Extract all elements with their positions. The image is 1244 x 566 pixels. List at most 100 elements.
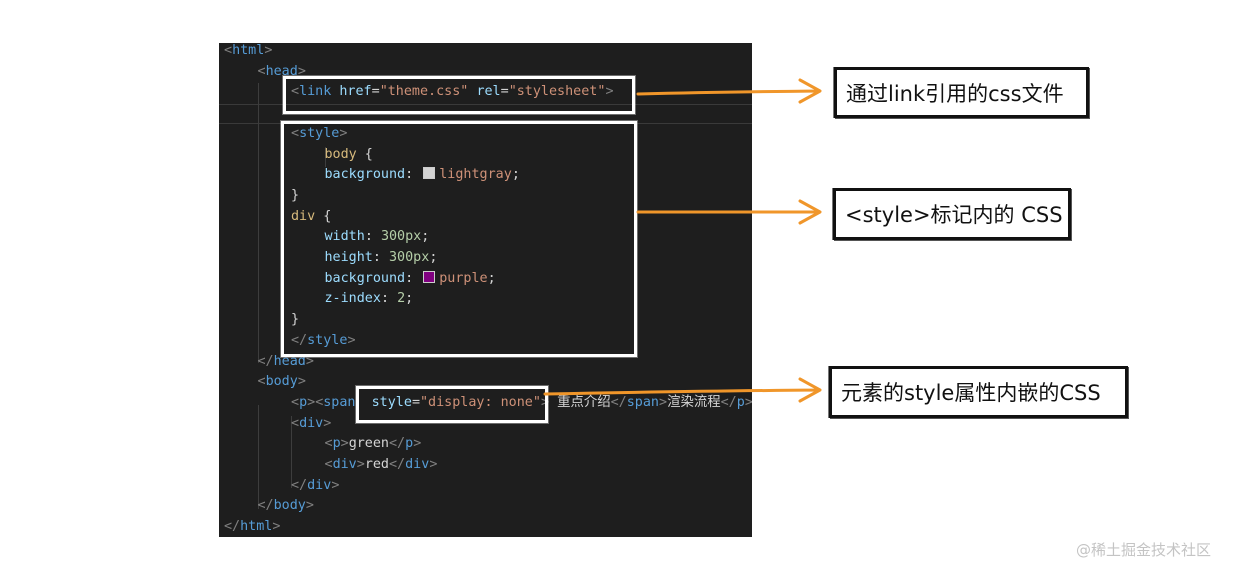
code-token: </ — [389, 457, 406, 472]
code-line: <p>green</p> — [325, 434, 422, 454]
code-token: p — [736, 394, 745, 410]
color-swatch-icon — [423, 167, 436, 180]
code-token: < — [291, 84, 300, 100]
code-token: </ — [224, 519, 241, 535]
code-token: rel — [476, 84, 501, 100]
code-token: head — [273, 353, 306, 369]
code-token: div — [299, 415, 324, 431]
code-token: div — [332, 457, 357, 472]
code-token: = — [411, 394, 420, 410]
watermark: @稀土掘金技术社区 — [1076, 541, 1212, 559]
code-token: : — [372, 250, 389, 265]
code-token: z-index — [324, 291, 381, 307]
code-token: style — [299, 125, 340, 141]
code-token: < — [291, 394, 300, 410]
code-token: < — [324, 436, 333, 452]
code-token: > — [272, 519, 281, 535]
code-token: > — [540, 394, 558, 410]
code-line: </style> — [291, 331, 356, 351]
arrow-link — [636, 78, 822, 104]
code-token: background — [324, 270, 406, 286]
code-token: 2 — [397, 291, 406, 307]
code-token: < — [315, 394, 324, 410]
code-line: </div> — [291, 476, 339, 496]
code-token: { — [356, 146, 373, 162]
code-token: ; — [511, 167, 520, 183]
code-line: <style> — [291, 124, 347, 144]
code-token: > — [347, 332, 356, 348]
code-token: style — [371, 394, 412, 410]
code-line: } — [291, 186, 299, 206]
code-token: ; — [421, 229, 430, 245]
code-line: width: 300px; — [325, 227, 430, 247]
code-token: > — [340, 436, 349, 452]
code-line: background: purple; — [325, 269, 496, 289]
code-line: </head> — [258, 352, 314, 372]
style-highlight-box — [281, 121, 637, 357]
code-token: : — [405, 270, 422, 286]
inline-style-highlight-box — [356, 386, 548, 423]
code-token: 300px — [380, 229, 422, 245]
link-highlight-box — [283, 76, 635, 114]
code-token: </ — [291, 477, 308, 493]
code-line: } — [291, 310, 299, 330]
code-token: div — [307, 477, 332, 493]
code-token: </ — [291, 332, 308, 348]
code-token: body — [324, 146, 357, 162]
code-token: < — [257, 374, 266, 390]
code-token: div — [405, 457, 430, 472]
code-line: <div> — [291, 414, 331, 434]
code-token: </ — [257, 353, 274, 369]
code-line: </html> — [224, 517, 280, 537]
annotation-style-tag-css-label: <style>标记内的 CSS — [845, 203, 1063, 227]
code-token: height — [324, 250, 373, 265]
code-line: </body> — [258, 496, 314, 516]
code-token: "theme.css" — [379, 84, 469, 100]
code-token: : — [364, 229, 381, 245]
code-token: > — [305, 498, 314, 514]
code-token: "stylesheet" — [508, 84, 606, 100]
indent-guide — [258, 405, 259, 509]
code-token: < — [257, 63, 266, 79]
code-token: p — [299, 394, 308, 410]
code-token: > — [659, 394, 668, 410]
code-token: < — [224, 43, 233, 58]
code-token: 渲染流程 — [667, 394, 721, 410]
code-line: <p><span style="display: none"> 重点介绍</sp… — [291, 393, 752, 413]
annotation-link-css-label: 通过link引用的css文件 — [846, 81, 1064, 106]
code-token: > — [429, 457, 438, 472]
code-token: 重点介绍 — [557, 394, 611, 410]
code-token: div — [291, 208, 316, 224]
code-token: : — [405, 167, 422, 183]
code-token: > — [356, 457, 365, 472]
code-token: < — [291, 125, 300, 141]
code-token: > — [305, 353, 314, 369]
code-token: = — [371, 84, 380, 100]
code-token: > — [744, 394, 752, 410]
code-token: head — [265, 63, 298, 79]
code-token: background — [324, 167, 406, 183]
code-token: body — [273, 498, 306, 514]
code-line: background: lightgray; — [325, 165, 520, 185]
annotation-inline-style-css: 元素的style属性内嵌的CSS — [829, 366, 1128, 418]
code-token: red — [364, 457, 389, 472]
editor-line-highlight — [219, 104, 752, 105]
code-token: </ — [610, 394, 627, 410]
code-line: z-index: 2; — [325, 289, 414, 309]
code-token: > — [339, 125, 348, 141]
annotation-inline-style-css-label: 元素的style属性内嵌的CSS — [841, 381, 1101, 405]
code-token: link — [299, 84, 332, 100]
code-token: < — [324, 457, 333, 472]
code-line: height: 300px; — [325, 248, 438, 268]
code-line: <head> — [258, 62, 306, 82]
code-line: <body> — [258, 372, 306, 392]
code-token: 300px — [389, 250, 430, 265]
arrow-inline — [543, 377, 822, 403]
code-token: width — [324, 229, 365, 245]
code-editor: <html><head><link href="theme.css" rel="… — [219, 43, 752, 537]
code-token: > — [413, 436, 422, 452]
code-token: style — [307, 332, 348, 348]
arrow-style — [636, 199, 822, 225]
code-token: = — [500, 84, 509, 100]
